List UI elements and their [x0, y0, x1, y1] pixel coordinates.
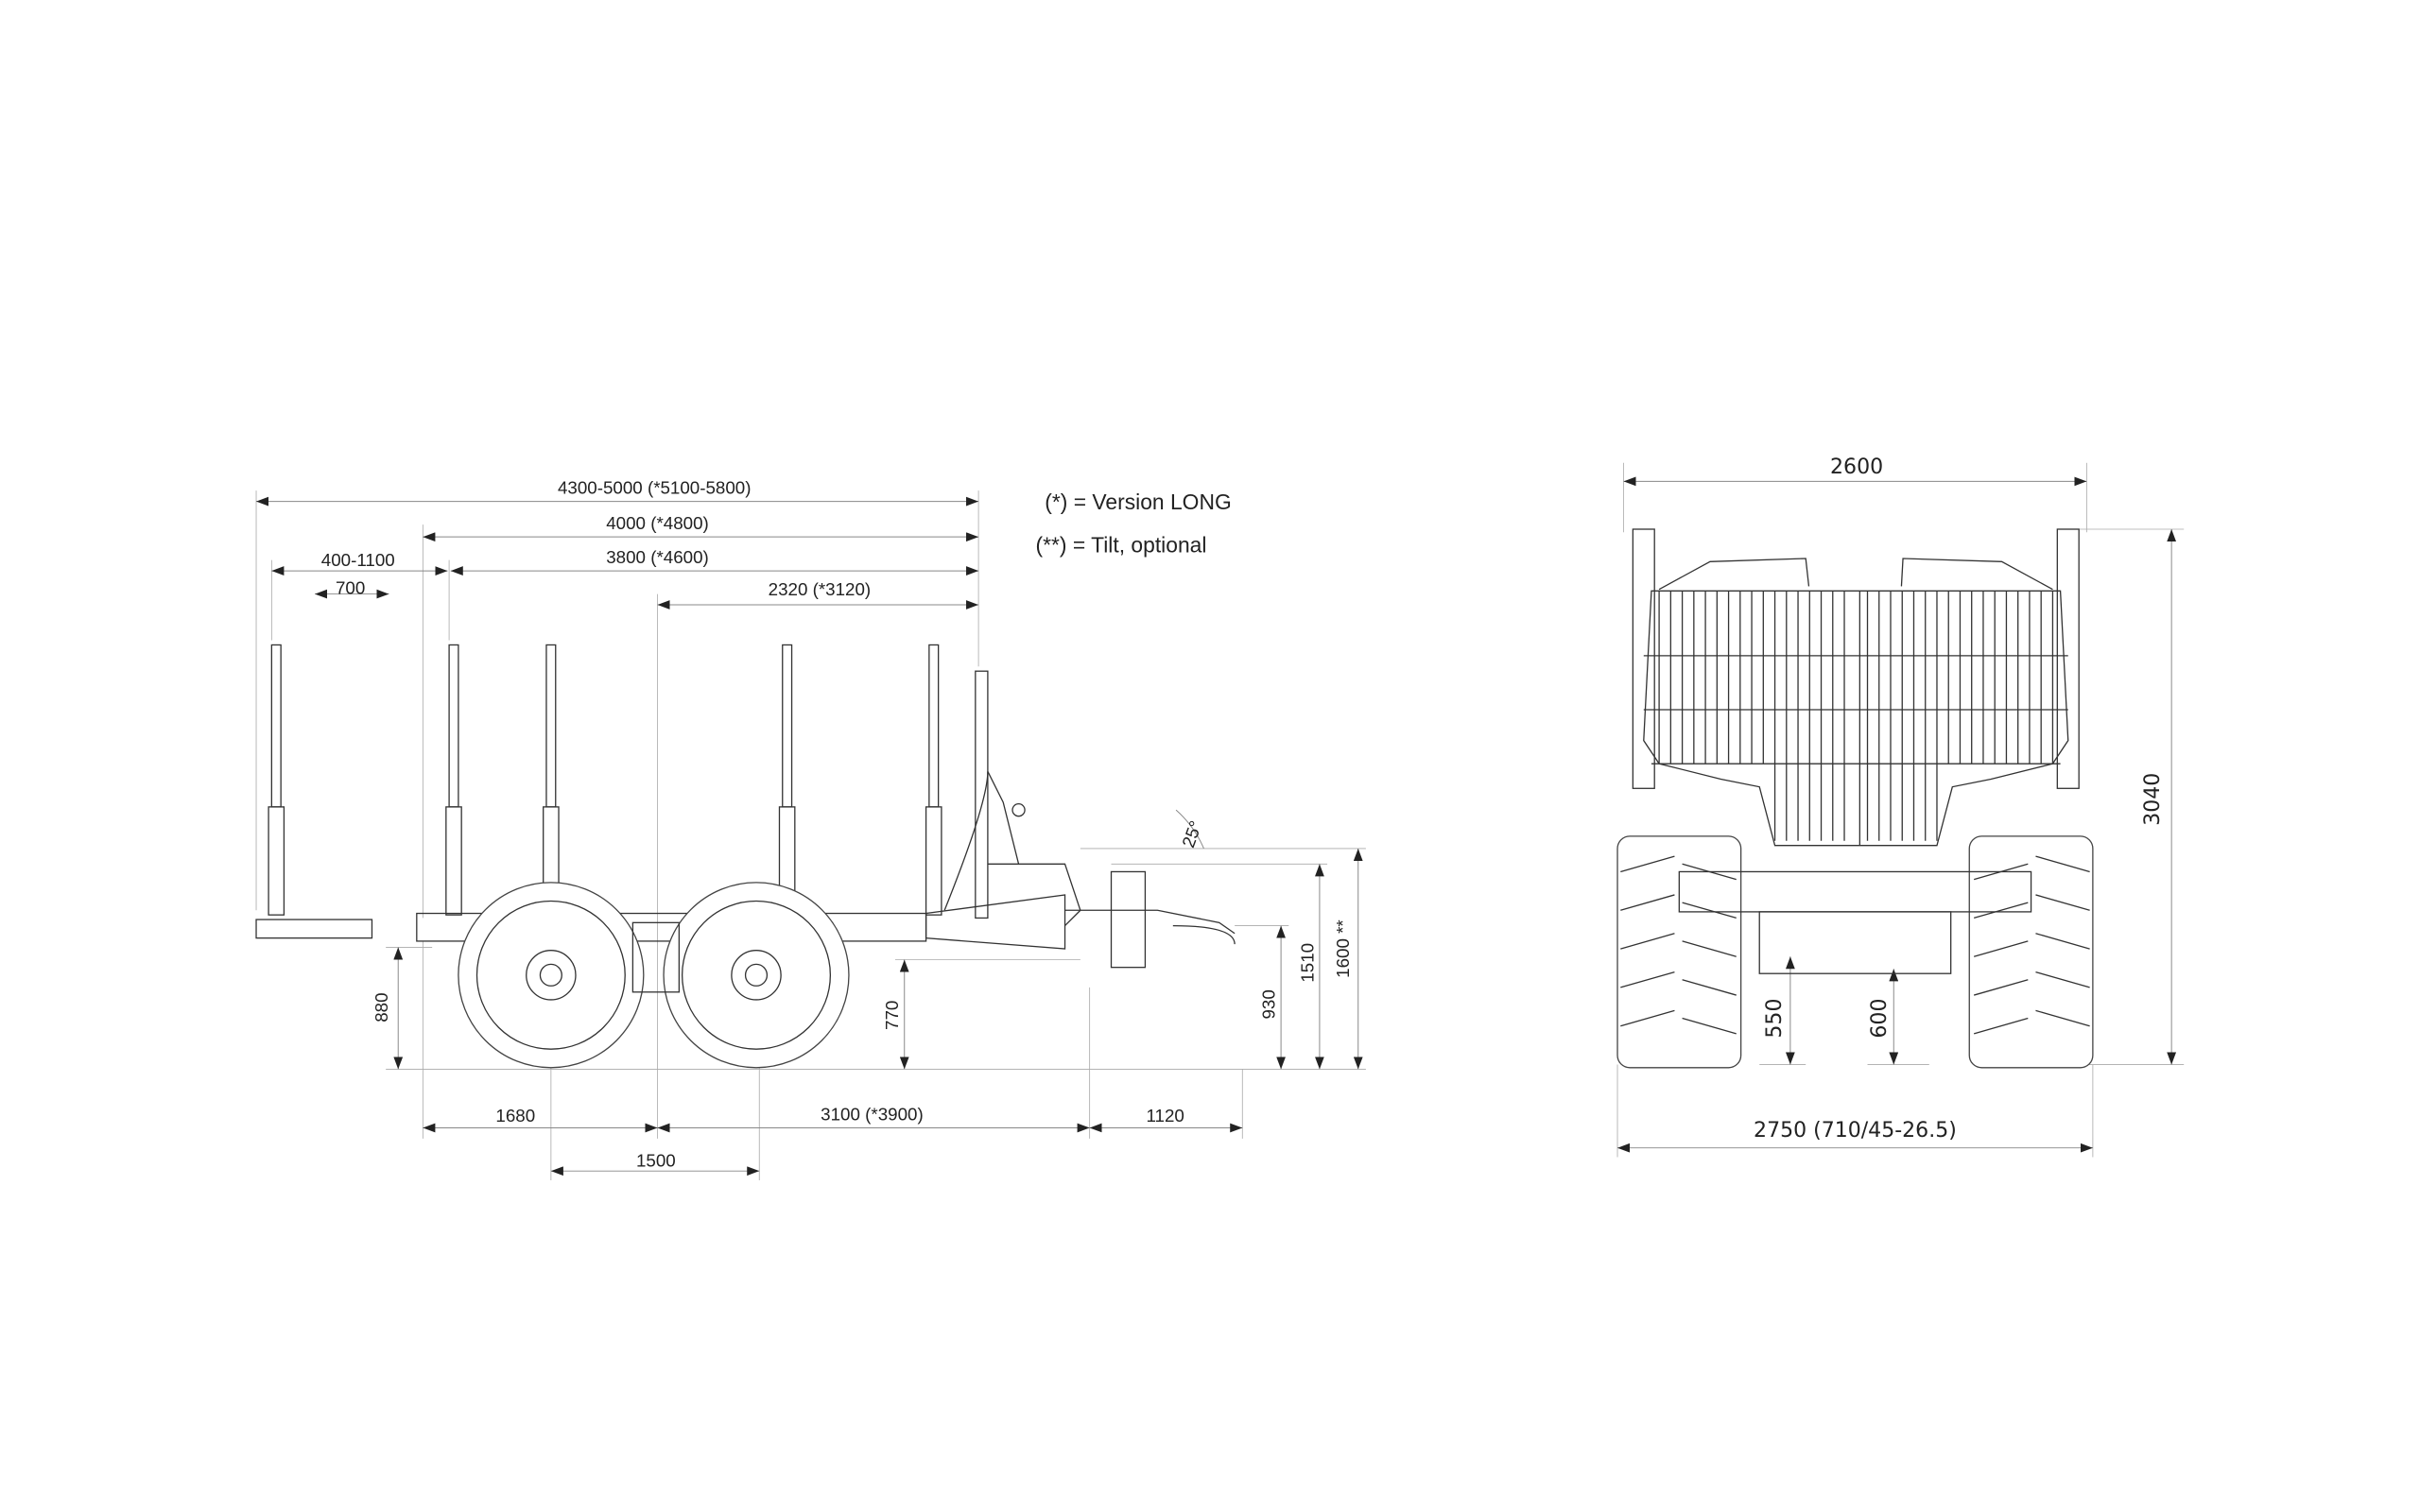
- dim-frame-height: 770: [882, 1001, 902, 1030]
- tire-right: [1968, 835, 2094, 1069]
- dim-load-length: 3800 (*4600): [606, 547, 709, 567]
- note-tilt-optional: (**) = Tilt, optional: [1036, 532, 1207, 557]
- dim-tilt-angle: 25°: [1178, 818, 1205, 850]
- dim-tilt-height: 1600 **: [1333, 919, 1353, 978]
- dim-rear-overhang: 1680: [495, 1106, 535, 1125]
- dim-total-height: 3040: [2141, 773, 2165, 826]
- stake: [543, 644, 560, 916]
- dim-overall-length: 4300-5000 (*5100-5800): [558, 477, 752, 497]
- stake: [445, 644, 462, 916]
- stake: [778, 644, 796, 916]
- dim-rear-height: 880: [372, 992, 391, 1022]
- stake: [925, 644, 942, 916]
- dim-front-length: 2320 (*3120): [769, 579, 872, 599]
- dim-hitch-extension: 1120: [1146, 1106, 1184, 1125]
- dim-bunk-width: 2600: [1830, 455, 1883, 479]
- dim-drawbar-height: 1510: [1297, 943, 1317, 983]
- side-view: 4300-5000 (*5100-5800) 4000 (*4800) 3800…: [255, 477, 1366, 1180]
- bunk-basket: [1643, 558, 2069, 847]
- dim-bunk-length: 4000 (*4800): [606, 513, 709, 533]
- stake: [268, 644, 285, 916]
- stake-right: [2056, 528, 2080, 789]
- dim-stake-step: 700: [336, 578, 365, 598]
- dim-ground-clearance-frame: 600: [1868, 999, 1892, 1039]
- note-version-long: (*) = Version LONG: [1045, 490, 1231, 514]
- bogie: [631, 921, 681, 993]
- dimension-lines: [256, 496, 1363, 1177]
- front-grille: [975, 670, 989, 919]
- front-view: 2600 3040 2750 (710/45-26.5) 550 600: [1616, 455, 2185, 1158]
- wheel: [458, 882, 645, 1069]
- dim-bogie-to-hitch: 3100 (*3900): [821, 1104, 924, 1124]
- axle-underbody: [1758, 911, 1952, 974]
- dim-overall-width: 2750 (710/45-26.5): [1754, 1119, 1957, 1143]
- dim-bogie-spacing: 1500: [636, 1150, 676, 1170]
- extension-lines: [1616, 462, 2185, 1158]
- dim-hitch-height: 930: [1259, 989, 1279, 1019]
- dim-ground-clearance-axle: 550: [1763, 999, 1787, 1039]
- dimension-lines: [1617, 476, 2177, 1153]
- stakes: [268, 644, 989, 919]
- dim-extension: 400-1100: [321, 550, 395, 570]
- wheel: [663, 882, 850, 1069]
- tire-left: [1616, 835, 1742, 1069]
- stake-left: [1632, 528, 1655, 789]
